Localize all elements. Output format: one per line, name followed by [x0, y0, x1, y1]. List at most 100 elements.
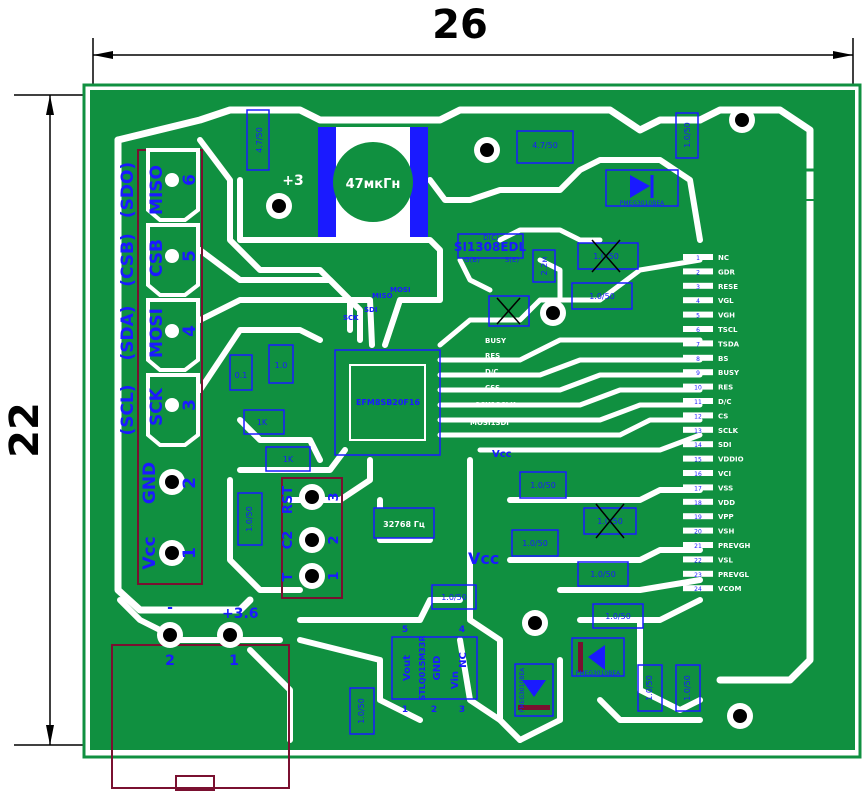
regulator: STLQ015M33R Vout GND Vin NC 1 2 3 4 5 — [391, 625, 478, 715]
fpc-pad — [683, 570, 713, 577]
fpc-pad — [683, 369, 713, 376]
fpc-pin-number: 23 — [694, 572, 702, 579]
fpc-pin-label: VCOM — [718, 585, 742, 593]
diode-d1-part: PMEG3010BEA — [620, 200, 665, 207]
header-pin2-num: 2 — [180, 477, 200, 489]
node-plus3: +3 — [282, 173, 303, 189]
reg-num-2: 2 — [431, 705, 437, 715]
power-pin2: 2 — [165, 653, 175, 669]
reg-pin-nc: NC — [458, 652, 469, 668]
fpc-pad — [683, 254, 713, 260]
mcu-part: EFM8SB20F16 — [356, 398, 420, 407]
fpc-pin-number: 8 — [696, 356, 700, 363]
header-pin5-alt: (CSB) — [118, 233, 138, 287]
fpc-pad — [683, 542, 713, 548]
fpc-pad — [683, 354, 713, 361]
reg-pin-vin: Vin — [450, 671, 461, 689]
fpc-pad — [683, 297, 713, 304]
mcu-pin-mosi: MOSI — [390, 286, 411, 294]
fpc-pin-number: 1 — [696, 255, 700, 262]
net-dc: D/C — [485, 368, 499, 376]
mcu-pin-sck: SCK — [343, 314, 359, 322]
net-mosi1sdi: MOSI1SDI — [470, 419, 509, 427]
fpc-pad — [683, 282, 713, 289]
isp-header: RST C2 T 3 2 1 — [281, 477, 343, 599]
label-c1050-side: 1.0/50 — [245, 506, 254, 532]
mosfet-pin-g: G(B) — [464, 256, 480, 264]
label-c4750-a: 4.7/50 — [255, 127, 264, 153]
fpc-pin-label: NC — [718, 254, 729, 262]
header-pin3-num: 3 — [180, 399, 200, 411]
label-c1050-br1: 1.0/50 — [645, 675, 654, 701]
isp-label-t: T — [281, 572, 296, 581]
header-pin6-num: 6 — [180, 174, 200, 186]
power-label-minus: - — [167, 600, 173, 616]
fpc-pin-label: SDI — [718, 441, 731, 449]
fpc-pin-label: PREVGL — [718, 571, 749, 579]
isp-num-3: 3 — [327, 492, 342, 501]
header-pin4-name: MOSI — [147, 308, 167, 358]
reg-part: STLQ015M33R — [418, 635, 427, 700]
fpc-pin-number: 24 — [694, 586, 702, 593]
fpc-pin-label: VSH — [718, 528, 734, 536]
fpc-pin-label: BS — [718, 355, 728, 363]
label-c1050-r2: 1.0/50 — [522, 539, 548, 548]
net-res: RES — [485, 352, 500, 360]
header-pin1-name: Vcc — [140, 536, 160, 569]
copper-isolation — [114, 106, 814, 743]
mcu-pin-miso: MISO — [372, 292, 393, 300]
fpc-pin-number: 10 — [694, 385, 702, 392]
reg-pin-vout: Vout — [402, 655, 413, 681]
diodes: PMEG3010BEA PMEG3010BEA PMEG3010BEA — [514, 169, 679, 717]
fpc-connector — [714, 168, 837, 687]
mcu: EFM8SB20F16 SCK SDI MISO MOSI BUSY RES D… — [334, 286, 516, 460]
net-vcc-mcu: Vcc — [492, 449, 512, 460]
inductor-value: 47мкГн — [346, 177, 401, 192]
header-pin5-name: CSB — [147, 239, 167, 277]
fpc-pad — [683, 383, 713, 390]
dimension-width: 26 — [92, 2, 854, 92]
fpc-pin-number: 12 — [694, 413, 702, 420]
fpc-pin-label: D/C — [718, 398, 732, 406]
isp-num-2: 2 — [327, 535, 342, 544]
fpc-pin-number: 4 — [696, 298, 700, 305]
header-pin1-num: 1 — [180, 547, 200, 559]
header-pin6-alt: (SDO) — [118, 162, 138, 218]
fpc-pad — [683, 470, 713, 476]
fpc-pin-label: TSCL — [718, 326, 738, 334]
fpc-pin-label: VDDIO — [718, 456, 744, 464]
width-label: 26 — [432, 2, 488, 48]
reg-num-5: 5 — [402, 625, 408, 635]
power-pin1: 1 — [229, 653, 239, 669]
fpc-pin-number: 20 — [694, 529, 702, 536]
fpc-pad — [683, 268, 713, 275]
fpc-pin-label: TSDA — [718, 340, 740, 348]
dimension-height: 22 — [2, 94, 95, 746]
mosfet-pin-s: S(E) — [505, 256, 520, 264]
fpc-pin-number: 21 — [694, 543, 702, 550]
net-busy: BUSY — [485, 337, 507, 345]
fpc-pin-number: 2 — [696, 269, 700, 276]
vias — [266, 107, 755, 729]
isp-label-c2: C2 — [281, 531, 296, 550]
label-c01: 0.1 — [235, 371, 248, 380]
fpc-pin-number: 13 — [694, 428, 702, 435]
fpc-pin-number: 17 — [694, 485, 702, 492]
fpc-pin-label: VSL — [718, 556, 733, 564]
label-c1050-top: 1.0/50 — [683, 122, 692, 148]
fpc-pad — [683, 498, 713, 505]
label-r1k-b: 1K — [283, 455, 294, 464]
header-pin3-alt: (SCL) — [118, 384, 138, 435]
header-pin4-alt: (SDA) — [118, 305, 138, 360]
label-c1050-r4: 1.0/50 — [605, 612, 631, 621]
label-c1050-b: 1.0/50 — [589, 292, 615, 301]
reg-num-4: 4 — [459, 625, 465, 635]
fpc-pin-number: 15 — [694, 457, 702, 464]
passives: 4.7/50 4.7/50 1.0/50 2.2м 1.0/50 1.0/50 … — [229, 109, 701, 735]
isp-num-1: 1 — [327, 571, 342, 580]
header-pin4-num: 4 — [180, 325, 200, 337]
header-pin2-name: GND — [140, 462, 160, 504]
fpc-pin-label: SCLK — [718, 427, 739, 435]
